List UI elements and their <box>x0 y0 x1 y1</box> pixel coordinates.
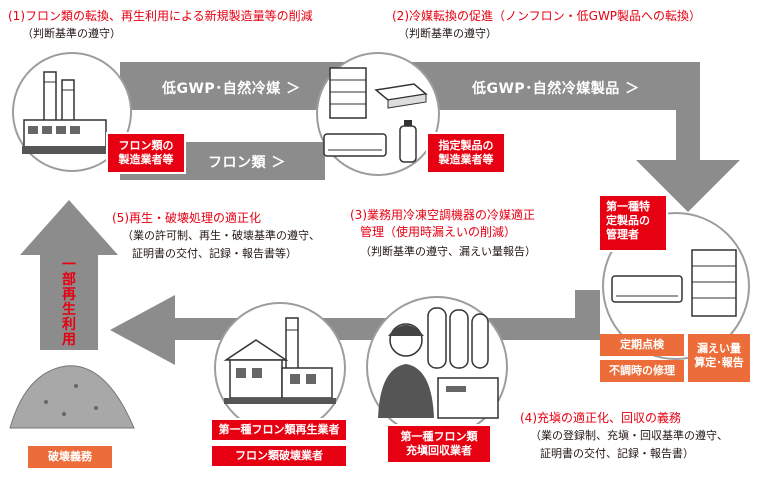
box-designated-product-manufacturer-line2: 製造業者等 <box>438 153 494 166</box>
heading-5-note-1: （業の許可制、再生・破壊基準の遵守、 <box>122 229 320 242</box>
box-destroyer: フロン類破壊業者 <box>210 444 348 468</box>
factory-circle <box>12 52 132 172</box>
box-manager-line1: 第一種特 <box>606 200 650 213</box>
box-filler-line1: 第一種フロン類 <box>400 430 478 443</box>
box-leak-line2: 算定･報告 <box>694 356 744 369</box>
arrow-label-low-gwp-refrigerant: 低GWP･自然冷媒 ＞ <box>162 81 301 97</box>
products-circle <box>316 52 440 176</box>
heading-4: (4)充塡の適正化、回収の義務 <box>520 411 681 425</box>
box-leak-calculation-report: 漏えい量 算定･報告 <box>688 334 750 382</box>
box-filler-line2: 充塡回収業者 <box>406 444 472 457</box>
box-manager-line3: 管理者 <box>606 228 639 241</box>
box-fluorocarbon-manufacturer-line1: フロン類の <box>118 139 174 152</box>
appliances-icon <box>323 67 428 163</box>
arrow-bottom-band <box>110 290 600 365</box>
box-destruction-obligation: 破壊義務 <box>28 446 112 468</box>
box-leak-line1: 漏えい量 <box>697 342 741 355</box>
box-manager-line2: 定製品の <box>606 214 650 227</box>
recycler-circle <box>214 302 346 434</box>
worker-cylinders-icon <box>378 307 499 419</box>
factory-icon <box>22 71 110 154</box>
box-designated-product-manufacturer-line1: 指定製品の <box>438 139 494 152</box>
heading-4-note-1: （業の登録制、充塡・回収基準の遵守、 <box>530 429 728 442</box>
heading-3-line1: (3)業務用冷凍空調機器の冷媒適正 <box>350 208 535 222</box>
box-filler-recoverer: 第一種フロン類 充塡回収業者 <box>386 424 492 464</box>
box-fluorocarbon-manufacturer: フロン類の 製造業者等 <box>106 132 186 174</box>
vertical-label-partial-recycle: 一部再生利用 <box>62 257 76 348</box>
arrow-vertical-up <box>20 200 118 350</box>
aircon-showcase-icon <box>611 249 737 317</box>
heading-4-note-2: 証明書の交付、記録・報告書） <box>540 447 694 460</box>
arrow-label-fluorocarbons: フロン類 ＞ <box>208 155 286 171</box>
arrow-label-low-gwp-products: 低GWP･自然冷媒製品 ＞ <box>472 81 640 97</box>
heading-2-note: （判断基準の遵守） <box>398 27 497 40</box>
heading-5-note-2: 証明書の交付、記録・報告書等） <box>132 247 297 260</box>
box-specified-product-manager: 第一種特 定製品の 管理者 <box>598 194 668 252</box>
heading-2: (2)冷媒転換の促進（ノンフロン・低GWP製品への転換） <box>392 9 702 23</box>
worker-circle <box>366 296 508 438</box>
recycling-plant-icon <box>223 317 336 404</box>
heading-3-note: （判断基準の遵守、漏えい量報告） <box>360 245 536 258</box>
box-fluorocarbon-manufacturer-line2: 製造業者等 <box>118 153 174 166</box>
box-designated-product-manufacturer: 指定製品の 製造業者等 <box>426 132 506 174</box>
rubble-pile-icon <box>9 365 135 429</box>
heading-5: (5)再生・破壊処理の適正化 <box>112 211 261 225</box>
box-periodic-inspection: 定期点検 <box>600 334 684 356</box>
heading-3-line2: 管理（使用時漏えいの削減） <box>360 225 517 239</box>
box-recycler: 第一種フロン類再生業者 <box>210 418 348 442</box>
heading-1-note: （判断基準の遵守） <box>22 27 121 40</box>
heading-1: (1)フロン類の転換、再生利用による新規製造量等の削減 <box>8 9 313 23</box>
box-repair-on-malfunction: 不調時の修理 <box>600 360 684 382</box>
arrow-top-band <box>120 62 740 212</box>
